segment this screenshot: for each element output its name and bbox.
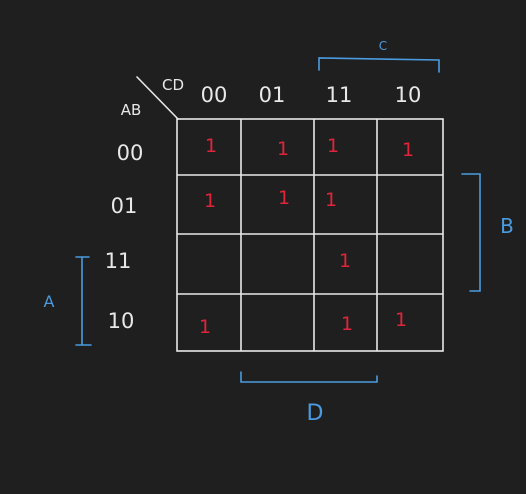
- bracket-d: [240, 371, 378, 383]
- kmap-cells: 1 1 1 1 1 1 1 1 1 1 1: [199, 135, 414, 338]
- bracket-b: [461, 173, 481, 292]
- bracket-label-a: A: [44, 292, 55, 311]
- row-header-01: 01: [111, 194, 138, 218]
- cell-r0-c0: 1: [205, 135, 217, 157]
- cell-r3-c3: 1: [395, 309, 407, 331]
- cell-r1-c1: 1: [278, 187, 290, 209]
- row-header-10: 10: [108, 309, 135, 333]
- column-header-01: 01: [259, 83, 286, 107]
- column-variable-label: CD: [162, 76, 184, 94]
- column-header-10: 10: [395, 83, 422, 107]
- bracket-label-b: B: [500, 214, 514, 238]
- cell-r0-c1: 1: [277, 138, 289, 160]
- column-header-00: 00: [201, 83, 228, 107]
- variable-brackets: [75, 57, 481, 383]
- bracket-label-d: D: [307, 401, 324, 426]
- cell-r2-c2: 1: [339, 250, 351, 272]
- kmap-grid: [176, 118, 444, 352]
- cell-r3-c0: 1: [199, 316, 211, 338]
- cell-r1-c0: 1: [204, 190, 216, 212]
- column-header-11: 11: [326, 83, 353, 107]
- corner-diagonal-line: [136, 76, 179, 120]
- row-variable-label: AB: [121, 101, 142, 119]
- bracket-label-c: C: [379, 39, 387, 53]
- bracket-c: [318, 57, 440, 73]
- cell-r1-c2: 1: [325, 189, 337, 211]
- grid-outer-border: [176, 118, 444, 352]
- cell-r3-c2: 1: [341, 313, 353, 335]
- bracket-a: [75, 256, 92, 346]
- cell-r0-c3: 1: [402, 139, 414, 161]
- cell-r0-c2: 1: [327, 135, 339, 157]
- row-header-00: 00: [117, 141, 144, 165]
- row-header-11: 11: [105, 249, 132, 273]
